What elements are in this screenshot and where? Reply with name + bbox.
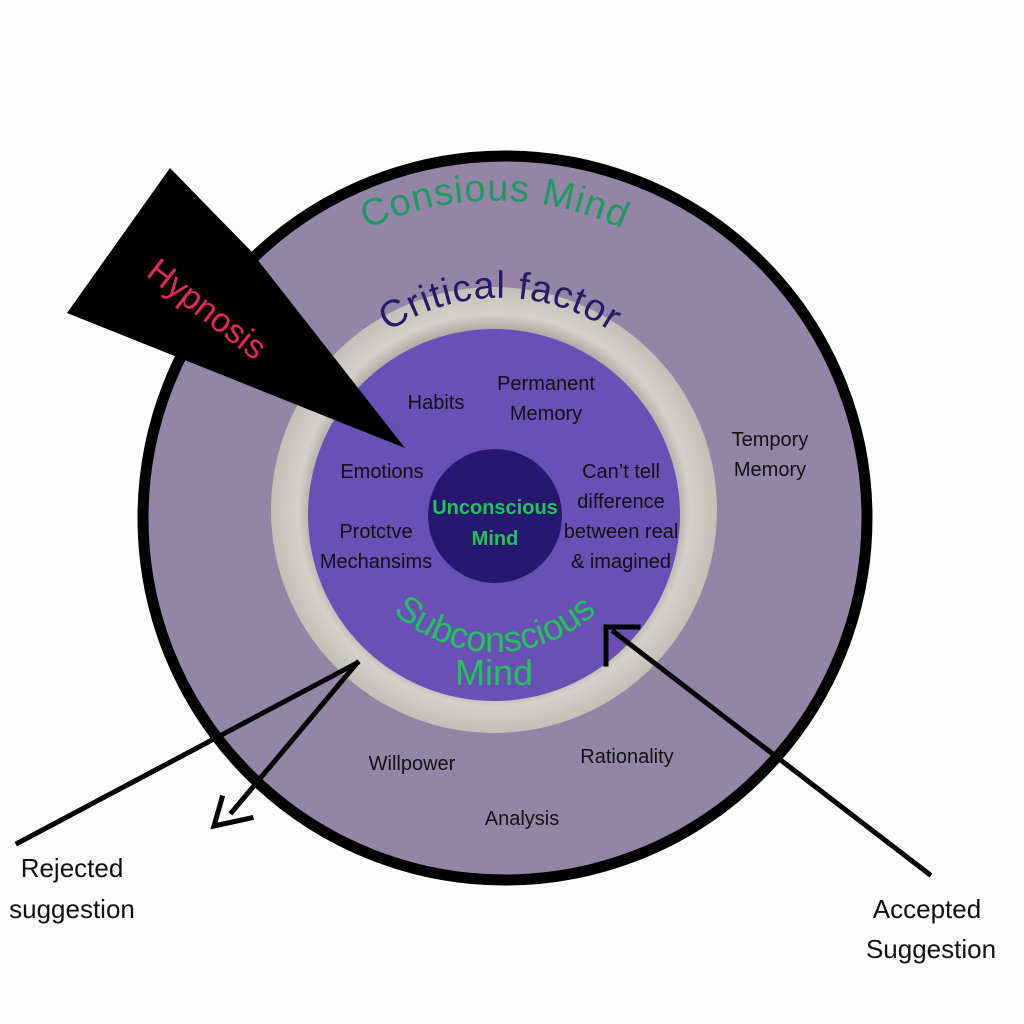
permanent-memory-label-1: Permanent xyxy=(497,373,595,395)
tempory-memory-label-1: Tempory xyxy=(732,429,809,451)
rejected-label-2: suggestion xyxy=(9,894,135,924)
protective-mechanisms-label-2: Mechansims xyxy=(320,551,432,573)
rejected-label-1: Rejected xyxy=(21,853,124,883)
analysis-label: Analysis xyxy=(485,808,559,830)
unconscious-core xyxy=(428,449,562,583)
subconscious-mind-label: Mind xyxy=(455,652,533,693)
cant-tell-label-4: & imagined xyxy=(571,551,671,573)
permanent-memory-label-2: Memory xyxy=(510,403,582,425)
hypnosis-arrow xyxy=(67,168,405,448)
rationality-label: Rationality xyxy=(580,746,673,768)
cant-tell-label-3: between real xyxy=(564,521,679,543)
accepted-suggestion-arrow xyxy=(603,624,933,878)
rejected-suggestion-arrow xyxy=(14,659,361,847)
habits-label: Habits xyxy=(408,392,465,414)
emotions-label: Emotions xyxy=(340,461,423,483)
unconscious-label: Unconscious xyxy=(432,497,558,519)
accepted-label-2: Suggestion xyxy=(866,934,996,964)
accepted-label-1: Accepted xyxy=(873,894,981,924)
cant-tell-label-2: difference xyxy=(577,491,664,513)
tempory-memory-label-2: Memory xyxy=(734,459,806,481)
unconscious-mind-label: Mind xyxy=(472,528,519,550)
willpower-label: Willpower xyxy=(369,753,456,775)
protective-mechanisms-label-1: Protctve xyxy=(339,521,412,543)
cant-tell-label-1: Can’t tell xyxy=(582,461,660,483)
